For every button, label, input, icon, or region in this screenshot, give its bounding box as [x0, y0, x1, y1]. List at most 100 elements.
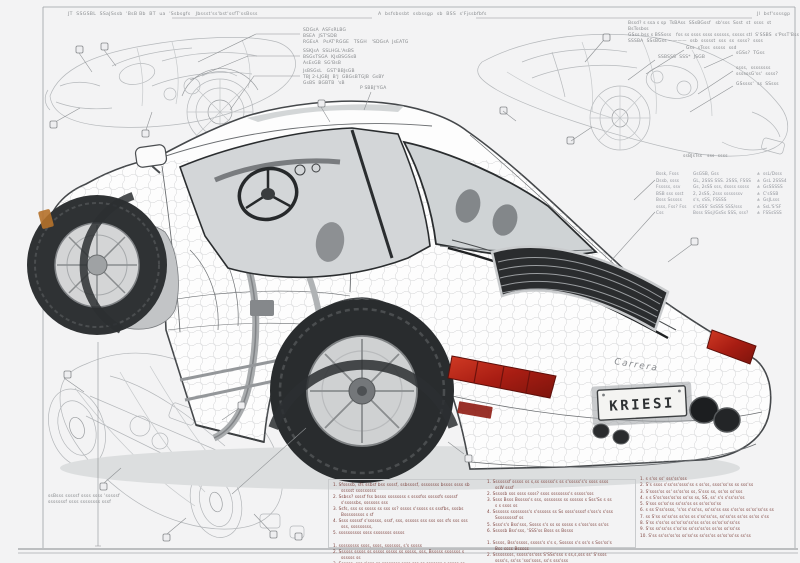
- annotation-line: SSSBA SSsBGss ———— ssb ssssst sss ss sss…: [628, 39, 764, 45]
- spec-cell: C'sSSB: [763, 190, 779, 196]
- spec-cell: Css: [656, 210, 664, 215]
- spec-cell: ±: [756, 190, 761, 196]
- spec-cell: 2, 2sSS, 2sss sssssssv: [693, 190, 743, 196]
- callout-marker: [49, 120, 58, 129]
- annotation-single: P SBBJ'YGA: [360, 86, 387, 91]
- caption-line: sssssssf ssss ssssssss sssf: [48, 499, 112, 505]
- note-item: 5. Ssss's's Bss'sss, Sssss s's ss ss sss…: [487, 521, 609, 527]
- spec-cell: ssL/Dsss: [763, 171, 783, 176]
- header-right-text: Jl bsf'ssssgp: [757, 12, 791, 17]
- spec-cell: GL, 2SSS SSS. 2SSS, FSSS: [693, 177, 752, 183]
- top-right-sketch-notes: Bssd? s ssa s sp TsBAss SSsBGssf sb'sss …: [628, 21, 799, 45]
- spec-cell: GsSSSSS: [763, 184, 783, 189]
- tail-light-right: [706, 329, 757, 365]
- callout-marker: [99, 482, 108, 491]
- note-item: 3. Ssfs, sss ss sssss ss sss ss? sssss s…: [333, 506, 464, 517]
- sketch-label-1: Gss sTsss sssss ssd: [686, 46, 737, 51]
- annotation-line: JsBSGsL GST'BBJsGB: [303, 69, 355, 74]
- interior-through-glass: [214, 158, 345, 262]
- steering-wheel: [237, 166, 299, 222]
- note-item: 10. S'ss ss'ss'ss'ss ss'ss'ss ss'ss'ss s…: [640, 532, 751, 538]
- annotation-line: BsTssbss: [628, 27, 649, 33]
- annotation-line: Bssd? s ssa s sp TsBAss SSsBGssf sb'sss …: [628, 21, 772, 26]
- grille-slats: [497, 257, 663, 325]
- annotation-line: GsBS BGBTB 'sB: [303, 81, 345, 87]
- annotation-line: TBJ 2-LJGBJ B'J GBGsBTGJB GsBY: [303, 75, 385, 81]
- note-item: 1. Sssss, Bss'sssss, sssss's s's s, Ssss…: [487, 540, 612, 551]
- callout-marker: [317, 99, 326, 108]
- engine-grille: [447, 239, 677, 340]
- spec-cell: s'sSSS' SsSSS SSS/sss: [693, 203, 743, 209]
- callout-marker: [690, 237, 699, 246]
- spec-cell: ±: [756, 197, 761, 202]
- side-mirror: [134, 144, 168, 174]
- sketch-label-5: GSssss' ss SSsss: [736, 82, 779, 87]
- main-car-illustration: KRIESI Carrera: [27, 100, 772, 490]
- annotation-line: SSKJsA SSLHGL'AsBS: [303, 49, 355, 54]
- spec-cell: BSB sss ssst: [656, 190, 684, 196]
- spec-cell: FSSsSSS: [763, 210, 782, 215]
- spec-cell: ±: [756, 184, 761, 189]
- callout-marker: [499, 106, 508, 115]
- spec-cell: Fsssss, ssv: [656, 184, 681, 189]
- spec-row: Css Bsss SSsj/GsSs SSS, sss? ±FSSsSSS: [656, 210, 792, 217]
- note-item: 7. ss S'ss ss'ss'ss ss'ss ss s'ss'ss'ss,…: [640, 513, 769, 519]
- leader-lines: [56, 33, 734, 547]
- note-item: 2. Sssssb sss ssss ssss? ssss ssssssss's…: [487, 491, 594, 497]
- dimension-line: [95, 342, 101, 547]
- note-item: 1. sssssssss ssss, ssss, sssssss, s's ss…: [333, 542, 423, 548]
- front-wheel: [27, 192, 167, 335]
- note-item: 1. Sssssssf sssss ss s,ss ssssss's ss s'…: [487, 479, 609, 490]
- caption-line: ssBsss sssssf ssss ssss 'sssssf: [48, 494, 120, 499]
- note-item: 2. Ssssss sssss ss sssss sssss ss sssss,…: [333, 548, 465, 560]
- note-item: 6. s ss S'ss'ssss, 's'ss s'ss'ss, ss'ss'…: [640, 507, 774, 513]
- note-item: 3. S'ssss'ss ss' ss'ss'ss ss, S'sss ss, …: [640, 488, 743, 494]
- rear-wheel: [268, 299, 458, 483]
- callout-marker: [100, 42, 109, 51]
- spec-cell: Bsss SSsj/GsSs SSS, sss?: [693, 210, 749, 215]
- annotation-line: BSEA JST'SDB: [303, 34, 338, 40]
- callout-marker: [162, 533, 171, 542]
- spec-cell: GsGSB, Gss: [693, 171, 719, 176]
- note-item: 5. S'sss ss'ss'ss ss'ss'ss ss ss'ss'ss's…: [640, 501, 722, 507]
- note-item: 1. s s'ss ss' sss'ss'sss: [640, 476, 687, 481]
- note-item: 4. s s S'ss'sss'ss'ss ss'ss ss, SS, ss' …: [640, 494, 745, 500]
- header-left-text: JT SSGSBL SSaJSssb 'BsB Bb BT ua 'Ssbsgf…: [68, 12, 258, 17]
- sketch-caption: ssBJsTss sss ssss: [683, 154, 728, 159]
- spec-cell: GsJLsss: [763, 197, 780, 202]
- sketch-label-2: SSBSSS SSS* JSGB: [658, 55, 706, 60]
- annotation-line: RGEsA PsAT'RGGE TSGH 'SDGsA JsEATG: [303, 40, 409, 46]
- exhaust-pipes: [592, 396, 741, 445]
- annotation-line: AsEsGB SG'BsB: [303, 61, 342, 67]
- spec-cell: ±: [756, 171, 761, 176]
- note-item: 4. Ssss sssssf s'ssssss, sssf, sss, ssss…: [333, 518, 468, 530]
- note-item: 2. Sssssssss, sssss'ss'sss S'SSs'sss s s…: [487, 552, 607, 563]
- header-mid-text: A bsfsbssbt ssbssgp sb BSS s'Fjssbfbfs: [378, 12, 487, 17]
- callout-marker: [602, 33, 611, 42]
- note-item: 2. S's ssss s'ss'ss'ssss'ss s ss'ss, sss…: [640, 482, 754, 488]
- spec-row: BSB sss ssst 2, 2sSS, 2sss sssssssv ±C'sSS…: [656, 191, 792, 198]
- spec-cell: ±: [756, 210, 761, 215]
- tail-light-segments: [473, 360, 531, 394]
- spec-cell: SsL'S'SF: [763, 203, 782, 209]
- spec-cell: Bssk, Fsss: [656, 171, 679, 176]
- rear-seats: [439, 189, 593, 252]
- callout-marker: [269, 530, 278, 539]
- callout-marker: [237, 401, 246, 410]
- spec-cell: ±: [756, 203, 761, 209]
- note-item: 9. S'ss ss'ss'ss s'ss'ss ss'ss'ss'ss ss'…: [640, 526, 741, 532]
- sketch-top-right: [477, 34, 788, 157]
- callout-marker: [294, 532, 303, 541]
- sketch-label-4: ssss, ssssssss ssssssG'ss' ssss?: [736, 66, 778, 77]
- note-item: 6. Sssssb Bss'sss, 'SSS'ss Bsss ss Bssss: [487, 527, 574, 533]
- notes-column-2: 1. Sssssssf sssss ss s,ss ssssss's ss s'…: [487, 479, 615, 563]
